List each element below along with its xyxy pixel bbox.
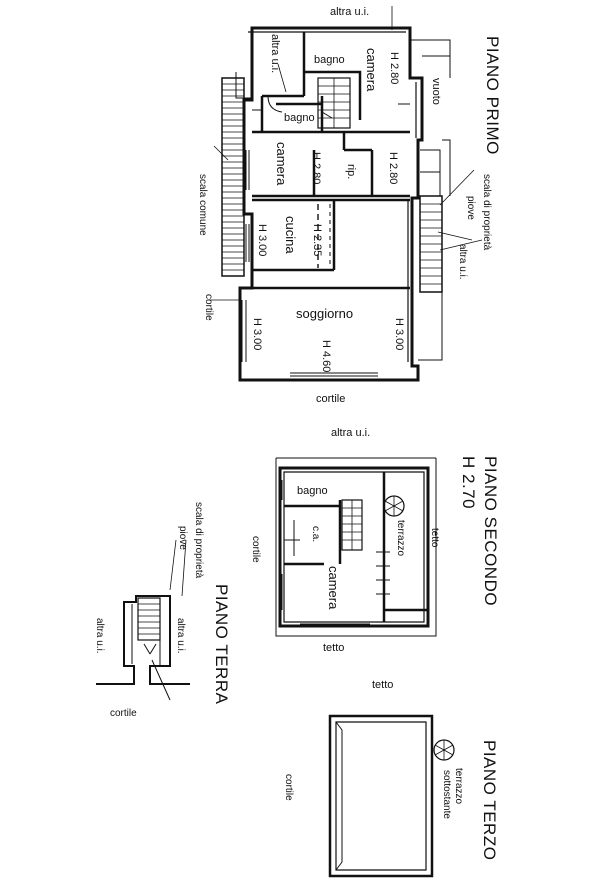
- label-altra-ui-secondo: altra u.i.: [331, 427, 370, 439]
- label-cortile-left: cortile: [203, 294, 214, 321]
- label-bagno-secondo: bagno: [297, 485, 328, 497]
- label-cortile-terra: cortile: [110, 708, 137, 719]
- piano-primo-plan: PIANO PRIMO altra u.i. altra u.i. bagno …: [197, 6, 502, 405]
- label-terrazzo-terzo: terrazzo: [453, 768, 464, 805]
- label-vuoto: vuoto: [430, 78, 442, 105]
- label-tetto-bottom: tetto: [323, 642, 344, 654]
- label-h-sogg-left: H 3.00: [251, 318, 263, 350]
- piano-terzo-plan: PIANO TERZO terrazzo sottostante cortile: [283, 714, 499, 878]
- label-scala-comune: scala comune: [197, 174, 208, 236]
- label-cortile-secondo: cortile: [250, 536, 261, 563]
- label-altra-ui-top: altra u.i.: [330, 6, 369, 18]
- label-camera-mid: camera: [274, 142, 289, 186]
- label-h-rip: H 2.80: [387, 152, 399, 184]
- label-bagno-top: bagno: [314, 54, 345, 66]
- label-cortile-bottom: cortile: [316, 393, 345, 405]
- label-altra-ui-terra-right: altra u.i.: [175, 618, 186, 654]
- piano-terra-plan: PIANO TERRA scala di proprietà piove alt…: [94, 502, 231, 719]
- label-terrazzo-secondo: terrazzo: [395, 520, 406, 557]
- label-camera-top: camera: [364, 48, 379, 92]
- label-altra-ui-right: altra u.i.: [457, 244, 468, 280]
- piano-secondo-title: PIANO SECONDO: [481, 456, 500, 606]
- label-cucina: cucina: [283, 216, 298, 254]
- label-cortile-terzo: cortile: [283, 774, 294, 801]
- label-soggiorno: soggiorno: [296, 306, 353, 321]
- label-h-camera-top: H 2.80: [388, 52, 400, 84]
- label-h-sogg-right: H 3.00: [393, 318, 405, 350]
- label-altra-ui-terra-left: altra u.i.: [94, 618, 105, 654]
- label-scala-proprieta-primo: scala di proprietà: [481, 174, 492, 251]
- label-altra-ui-left: altra u.i.: [269, 34, 281, 73]
- scala-comune-treads: [222, 83, 244, 271]
- piano-secondo-height: H 2.70: [459, 456, 478, 509]
- label-tetto-below: tetto: [372, 679, 393, 691]
- label-tetto-right: tetto: [429, 528, 440, 548]
- label-h-sogg-mid: H 4.60: [320, 340, 332, 372]
- label-h-cucina-left: H 3.00: [256, 224, 268, 256]
- label-piove-terra: piove: [177, 526, 188, 550]
- label-camera-secondo: camera: [326, 566, 341, 610]
- piano-terzo-title: PIANO TERZO: [480, 740, 499, 860]
- label-piove-primo: piove: [465, 196, 476, 220]
- label-h-cucina-right: H 2.35: [311, 224, 323, 256]
- piano-terra-title: PIANO TERRA: [212, 584, 231, 705]
- label-rip: rip.: [345, 164, 357, 179]
- label-bagno-small: bagno: [284, 112, 315, 124]
- label-sottostante: sottostante: [441, 770, 452, 819]
- label-h-camera-mid: H 2.80: [310, 152, 322, 184]
- label-scala-proprieta-terra: scala di proprietà: [193, 502, 204, 579]
- piano-secondo-plan: PIANO SECONDO H 2.70 altra u.i. bagno te…: [250, 427, 500, 691]
- label-ca: c.a.: [310, 526, 321, 542]
- piano-primo-title: PIANO PRIMO: [483, 36, 502, 155]
